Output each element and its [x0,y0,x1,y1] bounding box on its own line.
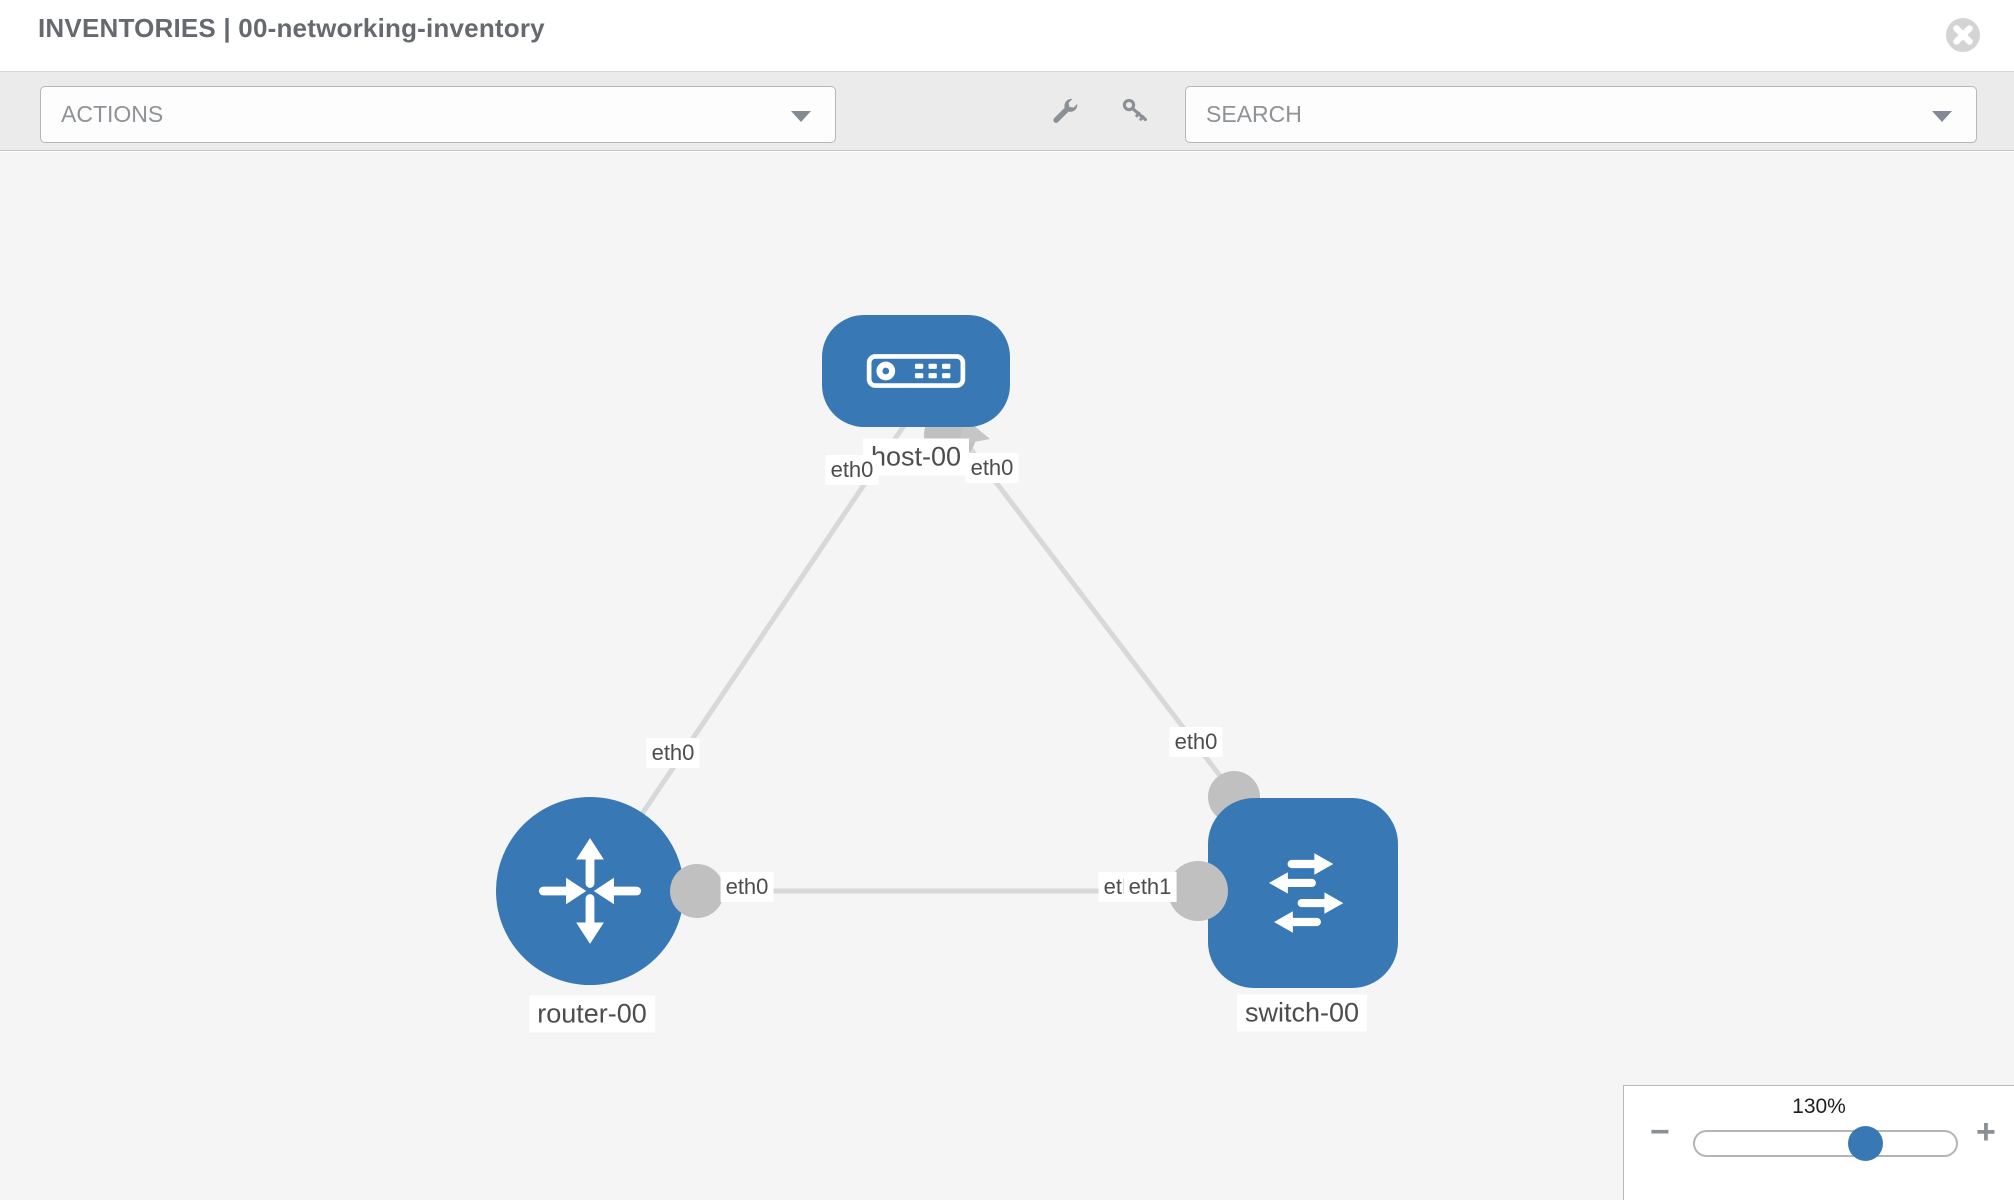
topology-edges [587,409,1300,894]
node-switch-00[interactable] [1208,798,1398,988]
page-title: INVENTORIES | 00-networking-inventory [38,13,545,43]
interface-label: eth0 [646,738,700,768]
interface-label: eth0 [825,455,879,485]
zoom-in-button[interactable]: + [1976,1113,1996,1151]
interface-label: eth1 [1123,872,1177,902]
chevron-down-icon [1932,111,1952,122]
toolbar: ACTIONS SEARCH [0,72,2014,151]
chevron-down-icon [791,111,811,122]
zoom-level-value: 130% [1792,1095,1846,1118]
key-icon[interactable] [1120,96,1150,126]
switch-icon [1268,853,1344,933]
link-endpoint [670,864,724,918]
header-bar: INVENTORIES | 00-networking-inventory [0,0,2014,72]
search-dropdown-label: SEARCH [1206,101,1302,127]
close-icon[interactable] [1945,17,1981,53]
zoom-slider-thumb[interactable] [1848,1126,1883,1161]
search-dropdown[interactable]: SEARCH [1185,86,1977,143]
zoom-slider[interactable] [1693,1126,1958,1161]
node-label-switch: switch-00 [1236,994,1368,1032]
wrench-icon[interactable] [1050,96,1080,126]
actions-dropdown-label: ACTIONS [61,101,164,127]
link-endpoint [1168,861,1228,921]
topology-canvas[interactable]: host-00 router-00 switch-00 eth0 eth0 et… [0,152,2014,1200]
node-label-router: router-00 [529,995,655,1033]
host-icon [866,354,966,388]
zoom-panel: 130% − + [1623,1085,2014,1200]
interface-label: eth0 [720,872,774,902]
node-host-00[interactable] [822,315,1010,427]
interface-label: eth0 [965,453,1019,483]
interface-label: eth0 [1169,727,1223,757]
zoom-out-button[interactable]: − [1650,1113,1670,1151]
node-router-00[interactable] [496,797,684,985]
router-icon [538,838,642,944]
actions-dropdown[interactable]: ACTIONS [40,86,836,143]
node-label-host: host-00 [862,438,970,476]
